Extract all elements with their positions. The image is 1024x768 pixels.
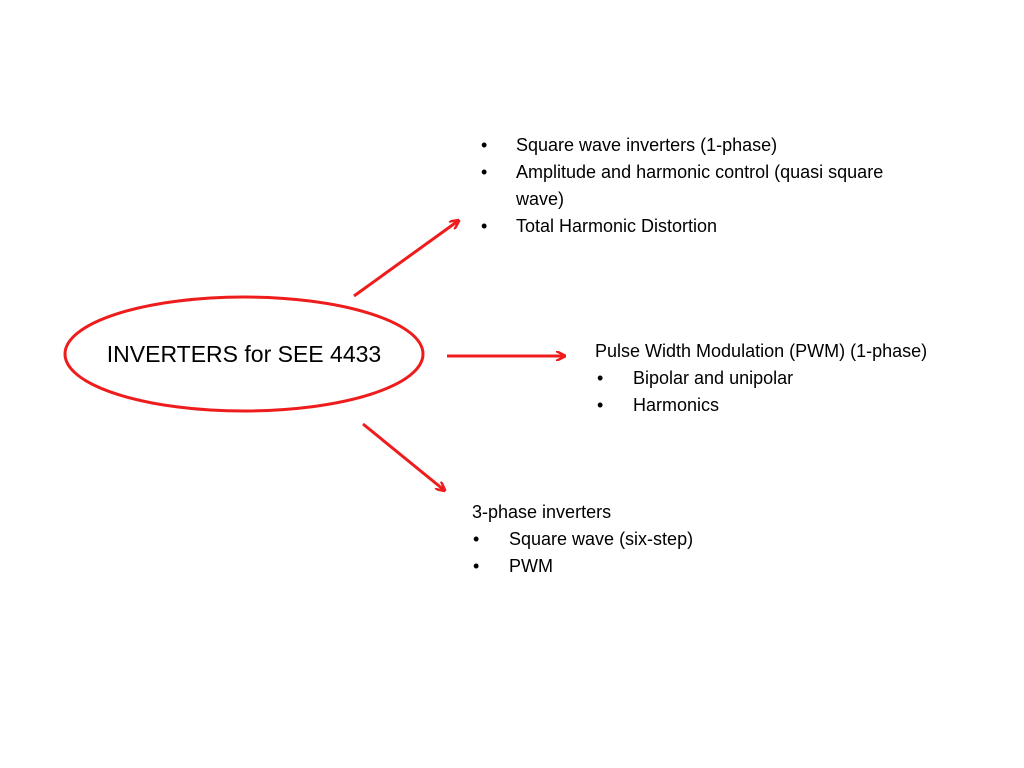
middle-branch-heading: Pulse Width Modulation (PWM) (1-phase)	[595, 341, 928, 361]
list-item-label: Square wave inverters (1-phase)	[516, 135, 778, 155]
list-item: • Bipolar and unipolar	[595, 365, 1015, 392]
list-item-label: PWM	[509, 556, 553, 576]
list-item-label: Bipolar and unipolar	[633, 368, 794, 388]
center-node-label: INVERTERS for SEE 4433	[106, 340, 382, 367]
bottom-branch-heading: 3-phase inverters	[472, 502, 612, 522]
bullet-icon: •	[473, 529, 480, 549]
top-branch-text: • Square wave inverters (1-phase) • Ampl…	[481, 132, 901, 240]
list-item: • Amplitude and harmonic control (quasi …	[481, 159, 901, 213]
list-item: • Harmonics	[595, 392, 1015, 419]
list-item-label: Harmonics	[633, 395, 720, 415]
list-item-label: Amplitude and harmonic control (quasi sq…	[516, 162, 884, 209]
list-item: • Total Harmonic Distortion	[481, 213, 901, 240]
arrow-to-top-branch	[353, 221, 458, 298]
bottom-branch-list: • Square wave (six-step) • PWM	[472, 526, 872, 580]
center-ellipse	[63, 295, 425, 413]
bullet-icon: •	[481, 135, 488, 155]
bullet-icon: •	[481, 216, 488, 236]
bullet-icon: •	[473, 556, 480, 576]
arrow-to-bottom-branch	[362, 422, 444, 490]
list-item-label: Square wave (six-step)	[509, 529, 694, 549]
list-item: • Square wave inverters (1-phase)	[481, 132, 901, 159]
middle-branch-list: • Bipolar and unipolar • Harmonics	[595, 365, 1015, 419]
list-item-label: Total Harmonic Distortion	[516, 216, 718, 236]
bullet-icon: •	[481, 162, 488, 182]
top-branch-list: • Square wave inverters (1-phase) • Ampl…	[481, 132, 901, 240]
list-item: • Square wave (six-step)	[472, 526, 872, 553]
bullet-icon: •	[597, 368, 604, 388]
middle-branch-text: Pulse Width Modulation (PWM) (1-phase) •…	[595, 338, 1015, 419]
bullet-icon: •	[597, 395, 604, 415]
bottom-branch-text: 3-phase inverters • Square wave (six-ste…	[472, 499, 872, 580]
list-item: • PWM	[472, 553, 872, 580]
